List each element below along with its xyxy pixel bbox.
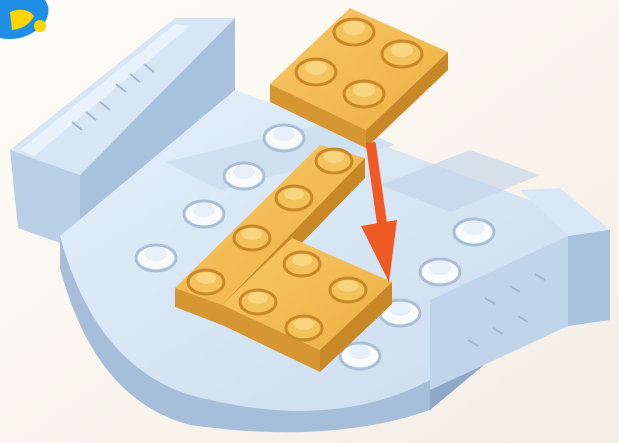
floating-plate-stud-1 <box>296 59 336 85</box>
orange-stud-8 <box>286 316 322 340</box>
base-stud-1 <box>136 245 176 271</box>
orange-stud-1 <box>188 270 224 294</box>
orange-stud-4 <box>316 149 352 173</box>
base-stud-2 <box>184 201 224 227</box>
floating-plate-stud-3 <box>382 41 422 67</box>
base-stud-4 <box>264 125 304 151</box>
floating-plate-stud-4 <box>344 81 384 107</box>
orange-stud-6 <box>284 252 320 276</box>
orange-stud-3 <box>276 186 312 210</box>
base-stud-3 <box>224 163 264 189</box>
floating-plate-stud-2 <box>334 19 374 45</box>
orange-stud-5 <box>240 290 276 314</box>
base-stud-6 <box>420 259 460 285</box>
orange-stud-2 <box>234 226 270 250</box>
orange-stud-7 <box>330 278 366 302</box>
base-stud-5 <box>454 219 494 245</box>
